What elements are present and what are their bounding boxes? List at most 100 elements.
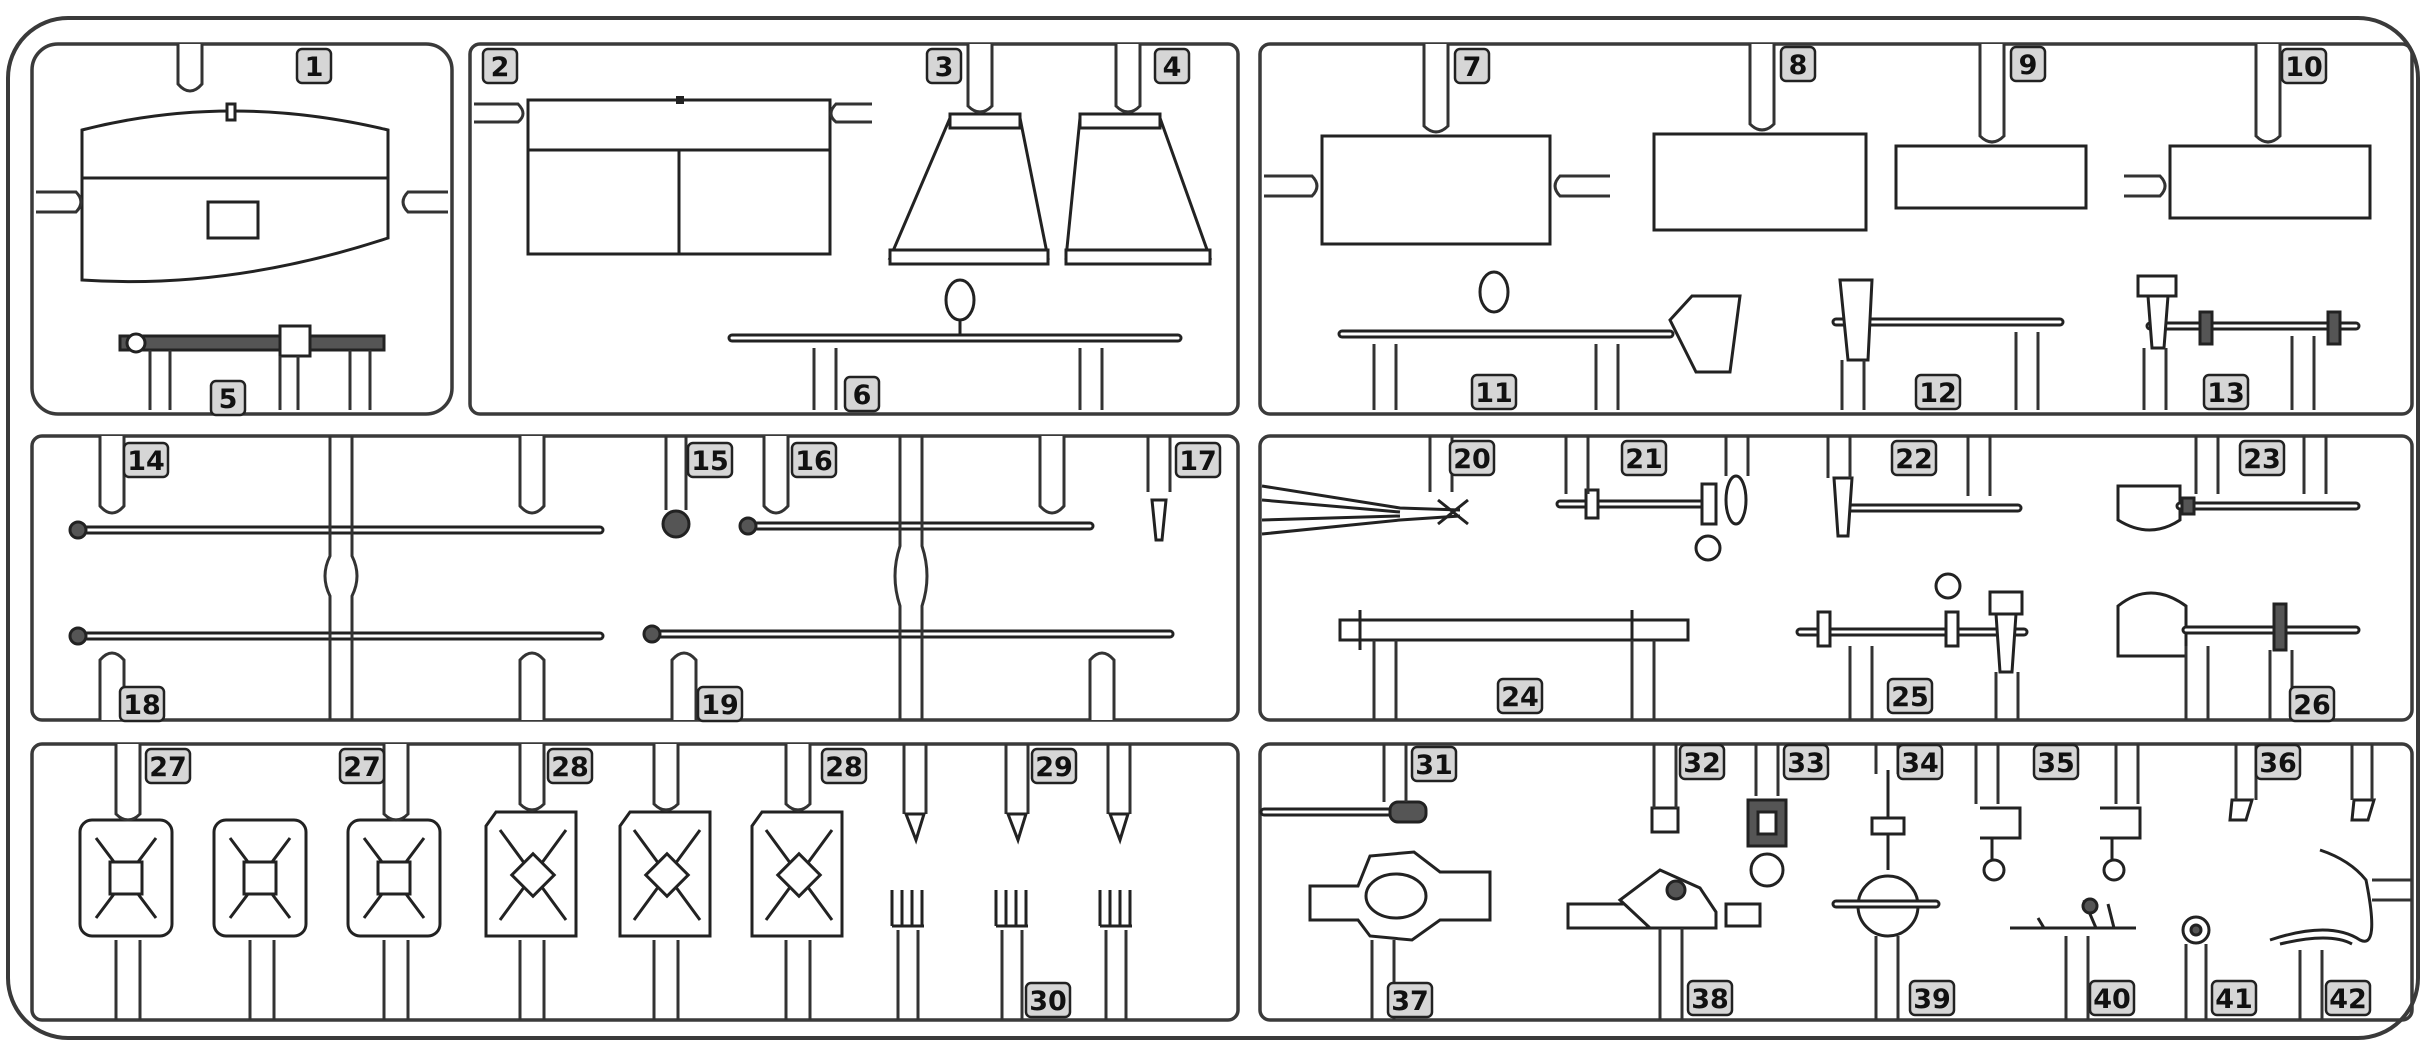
part-number-text: 34 bbox=[1901, 748, 1939, 779]
part-number-box bbox=[2210, 979, 2258, 1017]
part-14-rod bbox=[68, 436, 605, 540]
part-number-p30: 30 bbox=[1024, 981, 1072, 1019]
part-number-box bbox=[1153, 47, 1191, 85]
part-number-box bbox=[790, 441, 838, 479]
runner-14-18 bbox=[323, 436, 359, 720]
part-27-jerrycan-c bbox=[346, 744, 442, 1020]
part-number-box bbox=[1386, 981, 1434, 1019]
part-number-box bbox=[338, 747, 386, 785]
part-3-panel bbox=[887, 44, 1050, 266]
part-11-shovel bbox=[1337, 270, 1742, 410]
part-number-text: 8 bbox=[1789, 50, 1808, 81]
part-22-hammer bbox=[1826, 436, 2023, 538]
part-18-rod bbox=[68, 626, 605, 720]
part-number-box bbox=[1470, 373, 1518, 411]
part-number-text: 11 bbox=[1475, 378, 1513, 409]
part-number-p20: 20 bbox=[1448, 439, 1496, 477]
part-number-box bbox=[209, 379, 247, 417]
part-number-p10: 10 bbox=[2280, 47, 2328, 85]
part-number-text: 37 bbox=[1391, 986, 1429, 1017]
part-38-tool bbox=[1566, 868, 1762, 1020]
part-number-text: 35 bbox=[2037, 748, 2075, 779]
part-42-cable bbox=[2269, 848, 2412, 1020]
part-number-box bbox=[1886, 677, 1934, 715]
part-21-tool bbox=[1555, 436, 1750, 562]
part-number-p7: 7 bbox=[1453, 47, 1491, 85]
part-number-box bbox=[1024, 981, 1072, 1019]
part-number-box bbox=[2254, 743, 2302, 781]
part-number-text: 10 bbox=[2285, 52, 2323, 83]
part-number-p13: 13 bbox=[2202, 373, 2250, 411]
part-number-box bbox=[2238, 439, 2286, 477]
part-number-text: 28 bbox=[825, 752, 863, 783]
part-number-p27a: 27 bbox=[144, 747, 192, 785]
part-number-p31: 31 bbox=[1410, 745, 1458, 783]
part-number-p29: 29 bbox=[1030, 747, 1078, 785]
part-number-text: 12 bbox=[1919, 378, 1957, 409]
part-number-text: 13 bbox=[2207, 378, 2245, 409]
sprue-frame bbox=[6, 16, 2420, 1040]
part-number-box bbox=[1030, 747, 1078, 785]
part-number-p25: 25 bbox=[1886, 677, 1934, 715]
part-number-p33: 33 bbox=[1782, 743, 1830, 781]
part-number-p6: 6 bbox=[843, 375, 881, 413]
part-number-text: 38 bbox=[1691, 984, 1729, 1015]
part-31-tool bbox=[1259, 744, 1428, 824]
part-number-text: 36 bbox=[2259, 748, 2297, 779]
part-number-text: 4 bbox=[1163, 52, 1182, 83]
part-32-clip bbox=[1650, 744, 1680, 834]
part-number-text: 31 bbox=[1415, 750, 1453, 781]
part-number-text: 14 bbox=[127, 446, 165, 477]
part-number-text: 25 bbox=[1891, 682, 1929, 713]
part-2-box bbox=[474, 96, 872, 256]
part-number-box bbox=[843, 375, 881, 413]
part-number-box bbox=[1496, 677, 1544, 715]
part-number-p22: 22 bbox=[1890, 439, 1938, 477]
part-5-strap bbox=[118, 324, 386, 410]
part-27-jerrycan-a bbox=[78, 744, 174, 1020]
part-number-box bbox=[1896, 743, 1944, 781]
part-number-box bbox=[1410, 745, 1458, 783]
part-number-box bbox=[925, 47, 963, 85]
part-7-box bbox=[1264, 44, 1610, 246]
part-1-tarp bbox=[36, 44, 448, 284]
part-number-p21: 21 bbox=[1620, 439, 1668, 477]
part-number-text: 40 bbox=[2093, 984, 2131, 1015]
part-number-p35: 35 bbox=[2032, 743, 2080, 781]
part-number-p36: 36 bbox=[2254, 743, 2302, 781]
part-number-p39: 39 bbox=[1908, 979, 1956, 1017]
part-29-hooks bbox=[902, 744, 1132, 845]
part-number-text: 27 bbox=[343, 752, 381, 783]
part-number-p28b: 28 bbox=[820, 747, 868, 785]
part-number-p8: 8 bbox=[1779, 45, 1817, 83]
part-number-box bbox=[546, 747, 594, 785]
part-12-axe bbox=[1831, 278, 2065, 410]
part-number-text: 1 bbox=[305, 52, 324, 83]
part-number-text: 26 bbox=[2293, 690, 2331, 721]
part-number-p12: 12 bbox=[1914, 373, 1962, 411]
part-number-text: 23 bbox=[2243, 444, 2281, 475]
part-number-box bbox=[1453, 47, 1491, 85]
part-number-p11: 11 bbox=[1470, 373, 1518, 411]
part-number-text: 29 bbox=[1035, 752, 1073, 783]
part-number-p37: 37 bbox=[1386, 981, 1434, 1019]
part-number-p32: 32 bbox=[1678, 743, 1726, 781]
part-40-tool bbox=[2010, 897, 2136, 1020]
part-24-bar bbox=[1338, 610, 1690, 720]
part-number-p28a: 28 bbox=[546, 747, 594, 785]
part-number-box bbox=[686, 441, 734, 479]
part-number-box bbox=[1782, 743, 1830, 781]
part-4-panel bbox=[1064, 44, 1213, 266]
part-number-p23: 23 bbox=[2238, 439, 2286, 477]
part-number-box bbox=[820, 747, 868, 785]
part-number-text: 19 bbox=[701, 690, 739, 721]
part-number-text: 9 bbox=[2019, 50, 2038, 81]
part-number-text: 39 bbox=[1913, 984, 1951, 1015]
part-number-p42: 42 bbox=[2324, 979, 2372, 1017]
part-number-box bbox=[2280, 47, 2328, 85]
part-39-tool bbox=[1831, 874, 1941, 1020]
part-number-text: 24 bbox=[1501, 682, 1539, 713]
part-number-box bbox=[122, 441, 170, 479]
